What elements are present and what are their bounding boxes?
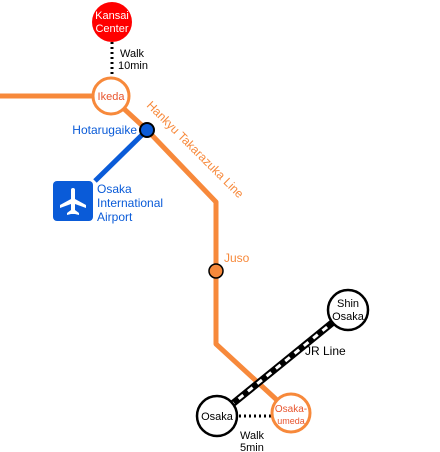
station-shin-osaka-label-1: Shin xyxy=(337,298,359,310)
station-kansai-center-label-1: Kansai xyxy=(95,10,129,22)
station-osaka-label: Osaka xyxy=(201,411,234,423)
airplane-icon xyxy=(60,188,86,215)
station-osaka-umeda-label-2: umeda xyxy=(277,416,305,426)
hankyu-line-label: Hankyu Takarazuka Line xyxy=(144,98,247,201)
jr-line-label: JR Line xyxy=(305,344,346,358)
airport-label-3: Airport xyxy=(97,210,133,224)
station-ikeda-label: Ikeda xyxy=(98,91,126,103)
station-kansai-center-label-2: Center xyxy=(95,23,128,35)
station-juso[interactable] xyxy=(208,263,224,279)
station-osaka-umeda-label-1: Osaka- xyxy=(275,404,307,415)
station-shin-osaka-label-2: Osaka xyxy=(332,311,365,323)
station-hotarugaike[interactable] xyxy=(139,122,155,138)
airport-icon-group[interactable] xyxy=(53,181,93,221)
walk-label-1: Walk xyxy=(120,48,145,60)
walk-label-2: 10min xyxy=(118,60,148,72)
station-osaka[interactable]: Osaka xyxy=(195,394,239,438)
walk-label-4: 5min xyxy=(240,442,264,452)
station-kansai-center[interactable]: Kansai Center xyxy=(92,2,132,42)
airport-label-1: Osaka xyxy=(97,182,132,196)
station-shin-osaka[interactable]: Shin Osaka xyxy=(326,288,370,332)
station-ikeda[interactable]: Ikeda xyxy=(91,76,131,116)
station-juso-label: Juso xyxy=(224,251,250,265)
jr-line-dash xyxy=(219,308,349,416)
station-hotarugaike-label: Hotarugaike xyxy=(72,123,137,137)
station-osaka-umeda[interactable]: Osaka- umeda xyxy=(270,392,312,434)
airport-label-2: International xyxy=(97,196,163,210)
walk-label-3: Walk xyxy=(240,430,265,442)
monorail-line xyxy=(93,128,149,183)
